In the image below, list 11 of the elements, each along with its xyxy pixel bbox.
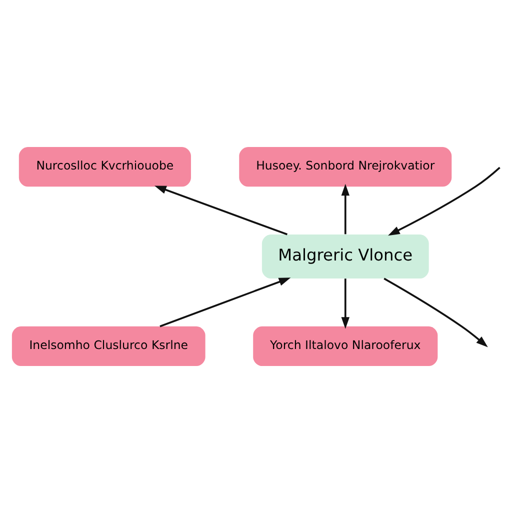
arrow: [154, 185, 288, 235]
node-box: Yorch Iltalovo Nlarooferux: [253, 326, 438, 366]
node-box: Husoey. Sonbord Nrejrokvatior: [239, 146, 452, 186]
node-box: Malgreric Vlonce: [262, 234, 429, 278]
arrow: [388, 166, 500, 236]
arrow: [160, 277, 291, 327]
node-box: Inelsomho Cluslurco Ksrlne: [12, 326, 206, 366]
arrow: [384, 277, 488, 347]
node-box: Nurcoslloc Kvcrhiouobe: [18, 146, 191, 186]
arrow: [341, 183, 350, 234]
arrow: [341, 278, 350, 328]
